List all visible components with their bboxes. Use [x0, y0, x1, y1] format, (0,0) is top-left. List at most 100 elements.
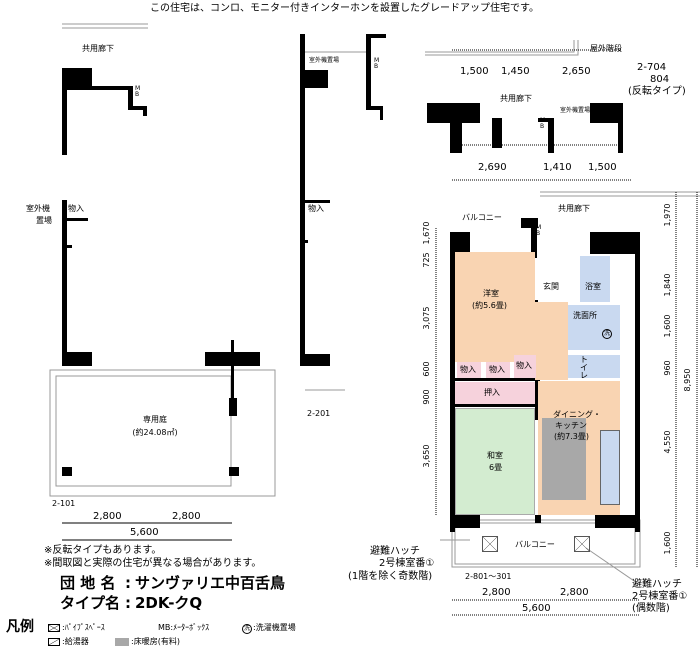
dk-label-2: キッチン — [555, 421, 587, 430]
dim-top-2: 1,410 — [543, 162, 572, 173]
japanese-room-size: 6畳 — [489, 463, 503, 472]
note-disclaimer: ※間取図と実際の住宅が異なる場合があります。 — [44, 558, 262, 569]
hatch-even-2: 2号棟室番① — [632, 591, 688, 602]
dim-right-3: 1,600 — [663, 314, 672, 338]
estate-label: 団 地 名 — [60, 574, 116, 592]
escape-hatch-even-icon — [574, 536, 590, 552]
dim-left-5: 900 — [422, 389, 431, 405]
storage-1 — [457, 362, 481, 378]
dim-left-3: 3,075 — [422, 306, 431, 330]
dim-704-3: 2,650 — [562, 66, 591, 77]
meter-box-201: M B — [374, 57, 380, 70]
toilet-label: トイレ — [580, 355, 588, 380]
dim-bottom-1: 2,800 — [482, 587, 511, 598]
toilet — [568, 355, 620, 378]
western-room — [455, 252, 535, 362]
balcony-top-label: バルコニー — [462, 213, 502, 222]
dim-101-left: 2,800 — [93, 511, 122, 522]
dim-left-4: 600 — [422, 361, 431, 377]
kitchen-counter — [600, 430, 620, 505]
japanese-room — [455, 408, 535, 515]
units-704: 2-704 — [637, 62, 667, 73]
units-804: 804 — [650, 74, 670, 85]
dim-bottom-total: 5,600 — [522, 603, 551, 614]
dim-left-6: 3,650 — [422, 444, 431, 468]
estate-separator: : — [125, 574, 131, 592]
entrance-label: 玄関 — [543, 282, 559, 291]
dim-right-2: 1,840 — [663, 273, 672, 297]
type-name: 2DK-クQ — [135, 594, 203, 612]
corridor-label-704: 共用廊下 — [500, 94, 532, 103]
hatch-even-3: (偶数階) — [632, 603, 670, 614]
bath-room — [580, 256, 610, 302]
dim-total-depth: 8,950 — [683, 368, 692, 392]
washer-legend-icon: 洗 — [242, 624, 253, 634]
floor-heating-area — [542, 418, 586, 500]
hatch-odd-1: 避難ハッチ — [370, 546, 420, 557]
unit-label-201: 2-201 — [307, 409, 331, 418]
corridor-label-main: 共用廊下 — [558, 204, 590, 213]
meter-box-704: M B — [540, 117, 546, 130]
dim-left-2: 725 — [422, 252, 431, 268]
legend-pipe: :ﾊﾟｲﾌﾟｽﾍﾟｰｽ — [62, 623, 105, 632]
washroom — [568, 305, 620, 350]
storage-label-101: 物入 — [68, 204, 84, 213]
storage-label-2: 物入 — [489, 365, 505, 374]
dim-right-6: 1,600 — [663, 531, 672, 555]
balcony-bottom-label: バルコニー — [515, 540, 555, 549]
ac-place-label-201: 室外機置場 — [309, 57, 340, 64]
meter-box-main: M B — [536, 224, 542, 237]
dim-right-1: 1,970 — [663, 203, 672, 227]
washer-icon: 洗 — [602, 329, 613, 339]
legend-washer: :洗濯機置場 — [253, 623, 296, 632]
meter-box-101: M B — [135, 85, 141, 98]
storage-label-1: 物入 — [460, 365, 476, 374]
header-caption: この住宅は、コンロ、モニター付きインターホンを設置したグレードアップ住宅です。 — [150, 3, 539, 14]
unit-label-101: 2-101 — [52, 499, 76, 508]
storage-label-201: 物入 — [308, 204, 324, 213]
escape-hatch-odd-icon — [482, 536, 498, 552]
japanese-room-label: 和室 — [487, 451, 503, 460]
water-heater-icon — [48, 638, 60, 646]
dk-size: (約7.3畳) — [554, 432, 589, 441]
western-room-size: (約5.6畳) — [472, 301, 507, 310]
bath-label: 浴室 — [585, 282, 601, 291]
dim-left-1: 1,670 — [422, 221, 431, 245]
hatch-even-1: 避難ハッチ — [632, 579, 682, 590]
washroom-label: 洗面所 — [573, 311, 597, 320]
ac-place-label-101a: 室外機 — [26, 204, 50, 213]
note-reverse: ※反転タイプもあります。 — [44, 545, 162, 556]
corridor-label-101: 共用廊下 — [82, 44, 114, 53]
western-room-label: 洋室 — [483, 289, 499, 298]
dim-right-4: 960 — [663, 360, 672, 376]
units-label-main: 2-801～301 — [465, 572, 512, 581]
storage-3 — [514, 355, 536, 378]
legend-water-heater: :給湯器 — [62, 637, 89, 646]
floor-heating-icon — [115, 638, 129, 646]
closet — [455, 382, 535, 404]
dim-704-2: 1,450 — [501, 66, 530, 77]
type-label: タイプ名 — [60, 594, 121, 612]
reverse-type-label: (反転タイプ) — [628, 86, 686, 97]
dk-label-1: ダイニング・ — [553, 410, 601, 419]
pipe-space-icon — [48, 624, 60, 632]
dim-right-5: 4,550 — [663, 430, 672, 454]
storage-label-3: 物入 — [516, 361, 532, 370]
dim-101-right: 2,800 — [172, 511, 201, 522]
type-separator: : — [125, 594, 131, 612]
legend-mb: MB:ﾒｰﾀｰﾎﾞｯｸｽ — [158, 623, 210, 632]
hatch-odd-3: (1階を除く奇数階) — [348, 571, 433, 582]
legend-floor-heat: :床暖房(有料) — [131, 637, 180, 646]
garden-area: (約24.08㎡) — [132, 428, 178, 437]
dim-bottom-2: 2,800 — [560, 587, 589, 598]
hallway — [535, 302, 568, 380]
dim-top-1: 2,690 — [478, 162, 507, 173]
legend-title: 凡例 — [6, 619, 34, 635]
ac-place-label-101b: 置場 — [36, 216, 52, 225]
hatch-odd-2: 2号棟室番① — [379, 558, 435, 569]
dim-top-3: 1,500 — [588, 162, 617, 173]
estate-name: サンヴァリエ中百舌鳥 — [135, 574, 286, 592]
garden-label: 専用庭 — [143, 415, 167, 424]
ac-place-label-704: 室外機置場 — [560, 107, 591, 114]
